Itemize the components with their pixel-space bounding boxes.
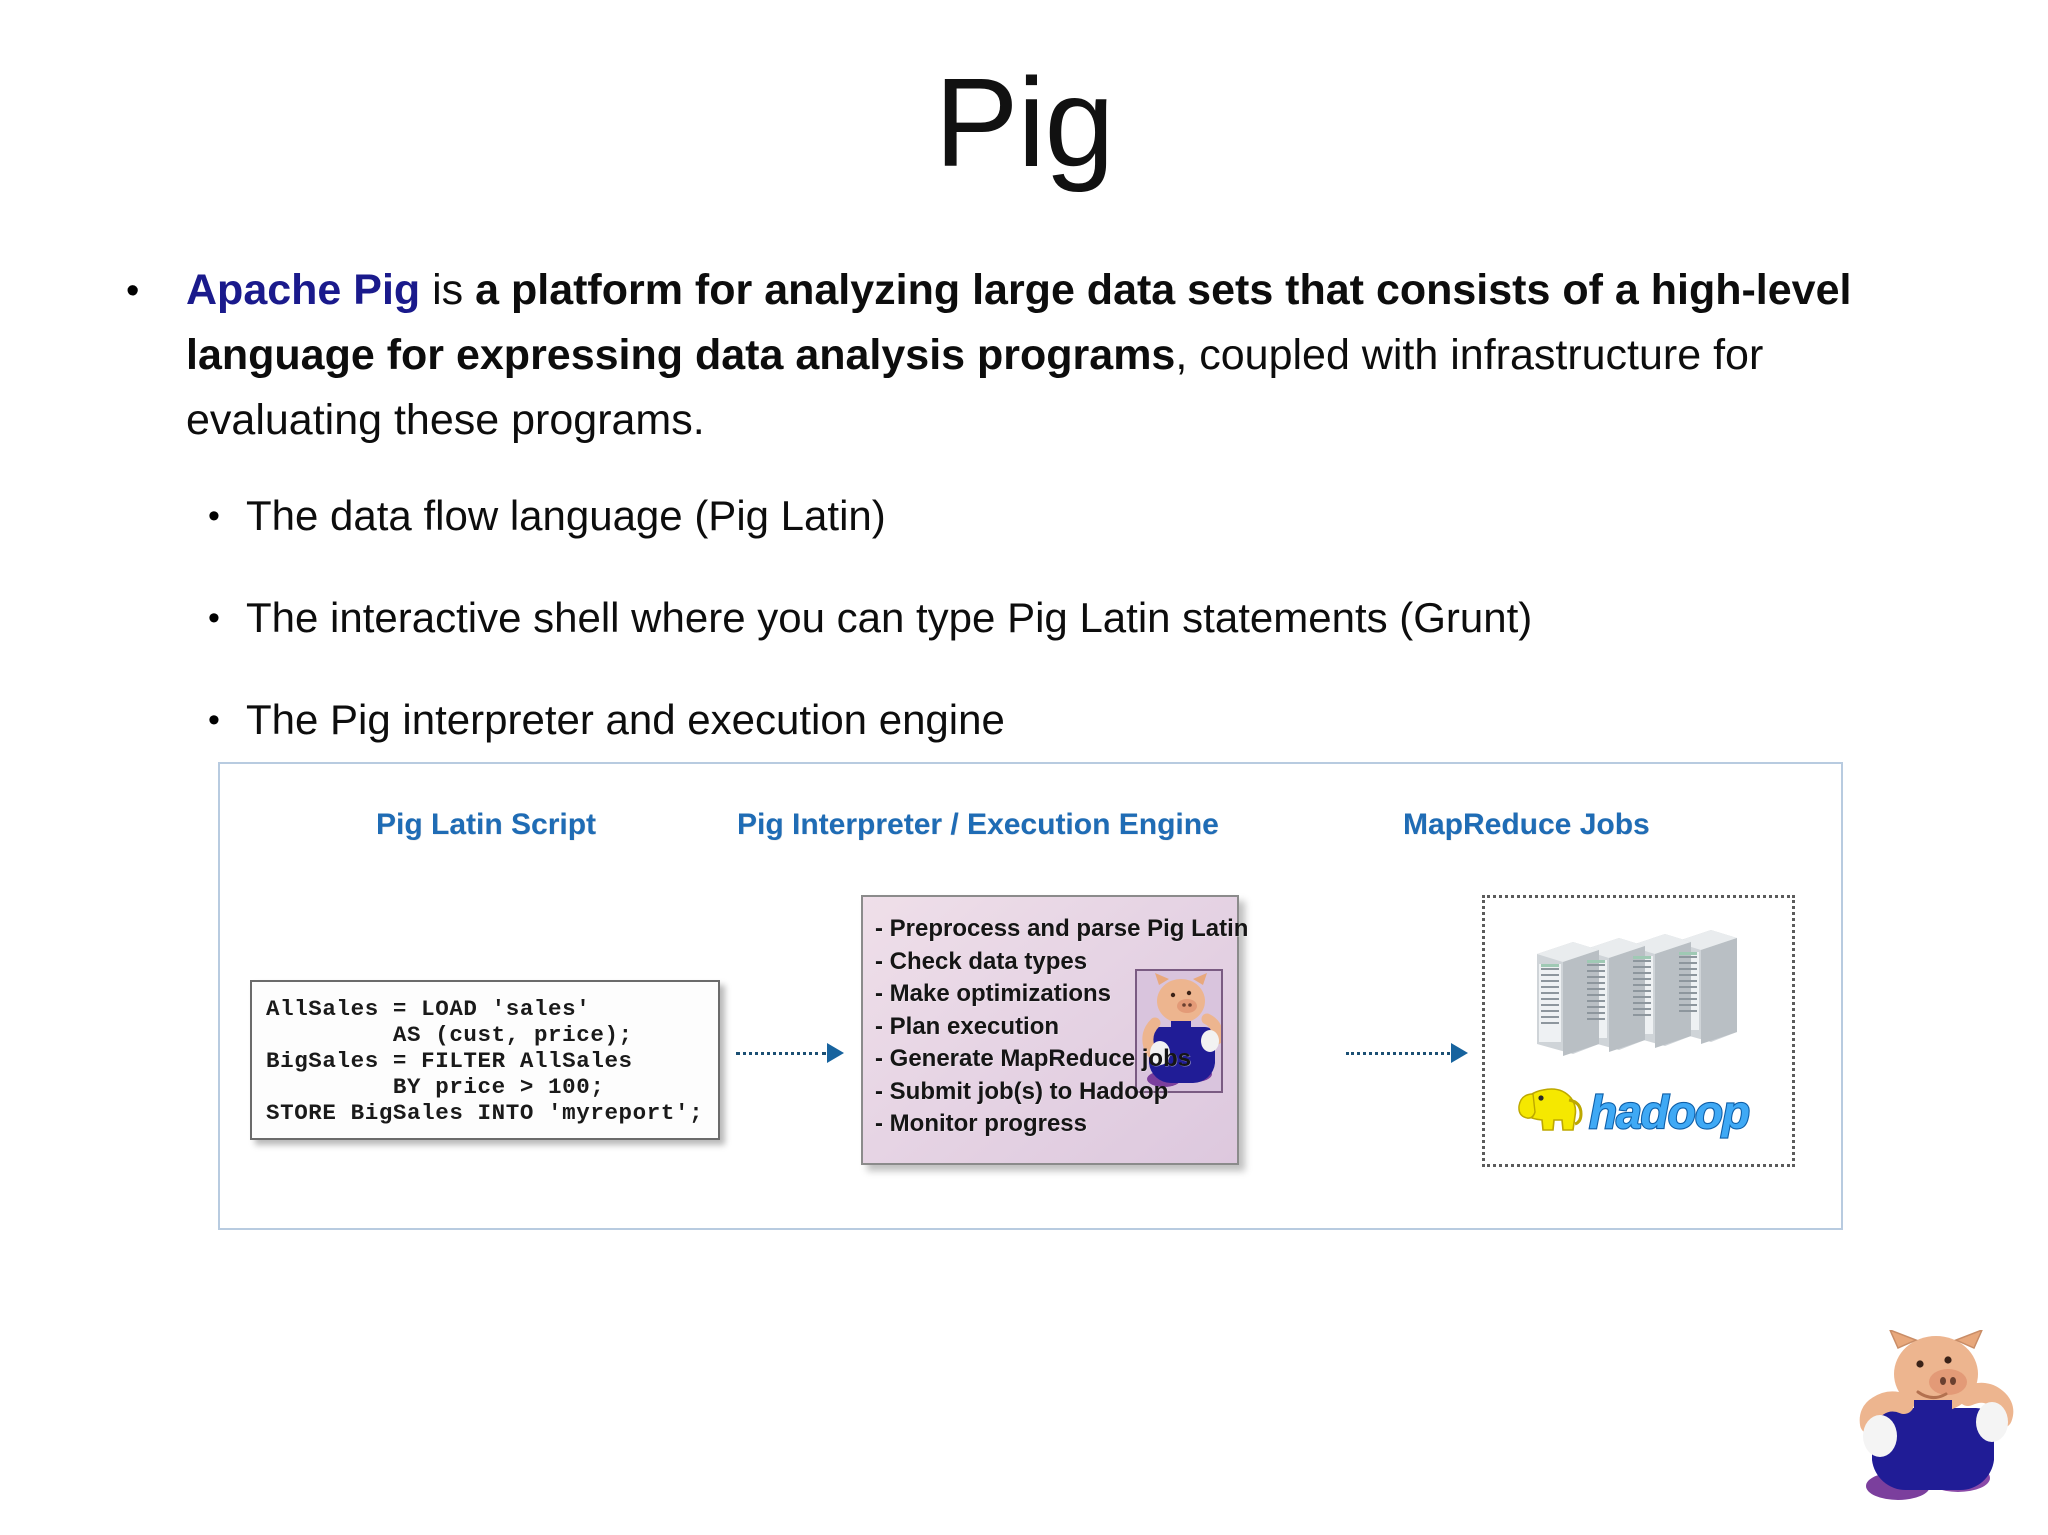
main-bullet-item: • Apache Pig is a platform for analyzing… xyxy=(118,258,1958,453)
pig-interpreter-step-list: - Preprocess and parse Pig Latin - Check… xyxy=(875,913,1249,1141)
arrow-head-icon xyxy=(827,1043,844,1063)
diagram-heading-pig-latin-script: Pig Latin Script xyxy=(376,808,597,841)
pig-interpreter-panel: - Preprocess and parse Pig Latin - Check… xyxy=(861,895,1249,1165)
page-title: Pig xyxy=(934,52,1114,193)
list-item: • The Pig interpreter and execution engi… xyxy=(118,693,1958,747)
pig-mascot-thumbnail-icon xyxy=(1135,969,1223,1093)
engine-step: - Check data types xyxy=(875,947,1088,975)
hadoop-wordmark-text: hadoop xyxy=(1589,1086,1749,1138)
main-bullet-emphasis: a platform for analyzing large data sets… xyxy=(186,266,1852,379)
bullet-marker-icon: • xyxy=(208,701,220,739)
sub-bullet-list: • The data flow language (Pig Latin) • T… xyxy=(118,489,1958,747)
diagram-heading-pig-interpreter: Pig Interpreter / Execution Engine xyxy=(737,808,1219,841)
engine-step: - Plan execution xyxy=(875,1012,1060,1040)
engine-step: - Make optimizations xyxy=(875,980,1112,1007)
engine-step: - Preprocess and parse Pig Latin xyxy=(875,915,1249,942)
main-bullet-text: Apache Pig is a platform for analyzing l… xyxy=(186,258,1946,453)
main-bullet-connector: is xyxy=(420,266,476,314)
sub-bullet-text: The Pig interpreter and execution engine xyxy=(246,696,1005,743)
engine-step: - Generate MapReduce jobs xyxy=(875,1045,1192,1072)
arrow-line xyxy=(1346,1051,1450,1055)
sub-bullet-text: The data flow language (Pig Latin) xyxy=(246,492,886,539)
engine-step: - Submit job(s) to Hadoop xyxy=(875,1077,1169,1105)
flow-arrow-script-to-engine xyxy=(736,1043,844,1063)
apache-pig-term: Apache Pig xyxy=(186,266,421,314)
arrow-line xyxy=(736,1051,826,1055)
hadoop-logo-icon: hadoop xyxy=(1511,1072,1769,1146)
list-item: • The interactive shell where you can ty… xyxy=(118,591,1958,645)
pig-architecture-diagram: Pig Latin Script Pig Interpreter / Execu… xyxy=(218,762,1843,1230)
server-rack-icon xyxy=(1525,920,1753,1060)
bullet-marker-icon: • xyxy=(208,599,220,637)
pig-latin-code-block: AllSales = LOAD 'sales' AS (cust, price)… xyxy=(250,980,720,1140)
arrow-head-icon xyxy=(1451,1043,1468,1063)
sub-bullet-text: The interactive shell where you can type… xyxy=(246,594,1533,641)
bullet-marker-icon: • xyxy=(126,270,140,312)
list-item: • The data flow language (Pig Latin) xyxy=(118,489,1958,543)
bullet-marker-icon: • xyxy=(208,497,220,535)
main-bullet-tail: , coupled with infrastructure for evalua… xyxy=(186,331,1764,444)
flow-arrow-engine-to-mapreduce xyxy=(1346,1043,1468,1063)
diagram-heading-mapreduce-jobs: MapReduce Jobs xyxy=(1403,808,1650,841)
engine-step: - Monitor progress xyxy=(875,1110,1088,1137)
pig-mascot-icon xyxy=(1856,1328,2014,1508)
slide-body: • Apache Pig is a platform for analyzing… xyxy=(118,258,1958,795)
hadoop-cluster-group: hadoop xyxy=(1482,895,1795,1167)
